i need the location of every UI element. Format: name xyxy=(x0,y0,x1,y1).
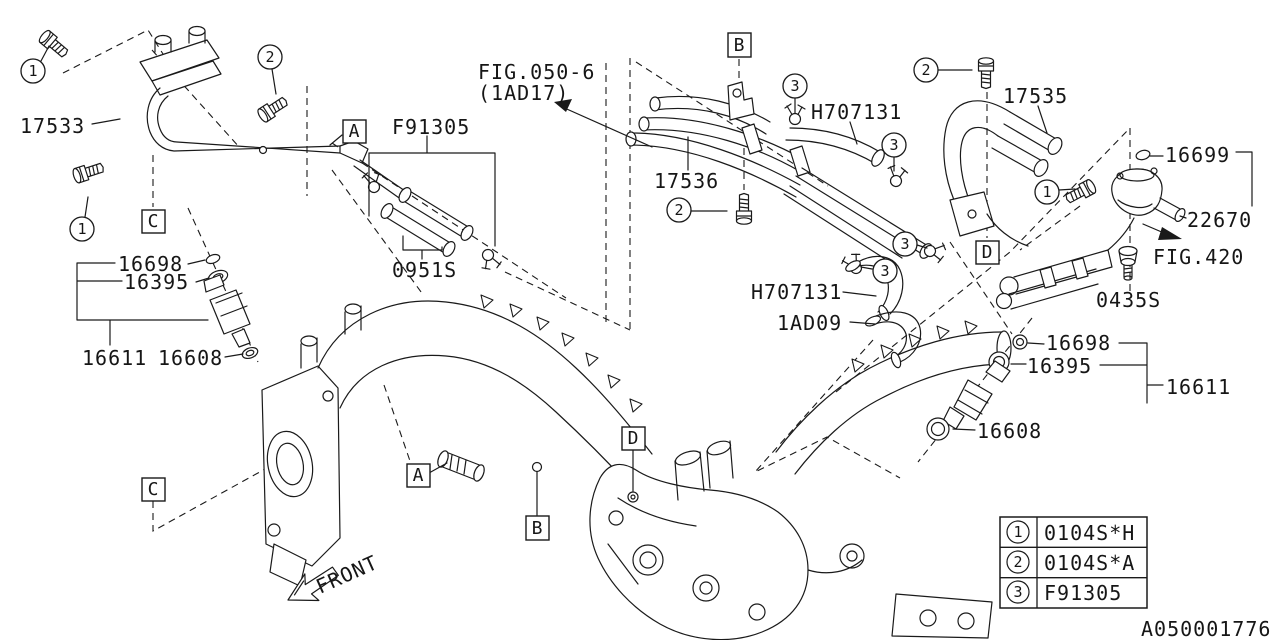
fig-ref-top-line2: (1AD17) xyxy=(478,81,569,105)
part-label-H707131-bottom: H707131 xyxy=(751,280,842,304)
callout-letter: A xyxy=(413,465,424,486)
marker-number: 3 xyxy=(889,136,898,154)
legend-symbol-3: 3 xyxy=(1013,583,1022,601)
callout-box-C-top: C xyxy=(141,209,166,234)
callout-letter: C xyxy=(148,211,159,232)
legend-row-3: 3 F91305 xyxy=(1006,580,1122,605)
fig-reference-arrows xyxy=(554,99,1182,240)
bolt-1-topleft xyxy=(36,28,72,61)
legend-row-1: 1 0104S*H xyxy=(1006,520,1135,545)
fig-ref-420: FIG.420 xyxy=(1153,245,1244,269)
diagram-line-art xyxy=(36,27,1252,640)
part-label-17533: 17533 xyxy=(20,114,85,138)
part-label-17535: 17535 xyxy=(1003,84,1068,108)
legend-symbol-1: 1 xyxy=(1013,523,1022,541)
legend-table: 1 0104S*H 2 0104S*A 3 F91305 xyxy=(999,516,1148,609)
fuel-hose-set-F91305 xyxy=(360,169,504,274)
marker-1-right: 1 xyxy=(1034,179,1060,205)
callout-box-B-manifold: B xyxy=(525,515,550,541)
callout-box-A-manifold: A xyxy=(406,463,431,488)
legend-code-1: 0104S*H xyxy=(1044,521,1135,545)
front-label: FRONT xyxy=(312,550,381,598)
callout-boxes: A A B B C C D D xyxy=(141,32,1000,541)
fuel-injector-left xyxy=(204,253,259,361)
legend-row-2: 2 0104S*A xyxy=(1006,550,1135,575)
part-label-F91305: F91305 xyxy=(392,115,470,139)
marker-3-center-b: 3 xyxy=(872,258,898,284)
marker-1-left: 1 xyxy=(69,216,95,242)
part-label-1AD09: 1AD09 xyxy=(777,311,842,335)
marker-number: 1 xyxy=(77,220,86,238)
part-label-16395-right: 16395 xyxy=(1027,354,1092,378)
marker-number: 3 xyxy=(900,235,909,253)
figure-references: FIG.050-6 (1AD17) FIG.420 A050001776 FRO… xyxy=(312,60,1271,640)
marker-2-topleft: 2 xyxy=(257,44,283,70)
marker-2-right: 2 xyxy=(913,57,939,83)
legend-code-2: 0104S*A xyxy=(1044,551,1135,575)
sensor-0435S xyxy=(1119,247,1137,281)
callout-letter: A xyxy=(349,121,360,142)
o-ring-16699 xyxy=(1135,149,1151,161)
intake-manifold xyxy=(262,294,1011,640)
marker-number: 2 xyxy=(921,61,930,79)
leader-lines xyxy=(41,46,1252,473)
marker-2-center: 2 xyxy=(666,197,692,223)
callout-letter: C xyxy=(148,479,159,500)
marker-number: 3 xyxy=(790,77,799,95)
fuel-injector-right xyxy=(927,335,1027,440)
marker-number: 3 xyxy=(880,262,889,280)
part-label-22670: 22670 xyxy=(1187,208,1252,232)
callout-letter: D xyxy=(982,242,993,263)
part-label-16611-left: 16611 xyxy=(82,346,147,370)
marker-number: 1 xyxy=(1042,183,1051,201)
part-label-17536: 17536 xyxy=(654,169,719,193)
bolt-1-left xyxy=(70,159,107,185)
part-label-0951S: 0951S xyxy=(392,258,457,282)
callout-box-C-bottom: C xyxy=(141,477,166,502)
fuel-pipe-assembly-17533 xyxy=(140,27,408,201)
part-label-16698-left: 16698 xyxy=(118,252,183,276)
part-label-0435S: 0435S xyxy=(1096,288,1161,312)
part-label-16395-left: 16395 xyxy=(124,270,189,294)
part-label-16608-left: 16608 xyxy=(158,346,223,370)
callout-box-B-top: B xyxy=(727,32,752,58)
callout-box-A-top: A xyxy=(342,119,367,144)
marker-3-right: 3 xyxy=(881,132,907,158)
pressure-regulator-22670 xyxy=(1112,149,1187,223)
callout-box-D-manifold: D xyxy=(621,426,646,451)
fig-050-arrowhead xyxy=(554,99,572,112)
callout-box-D-right: D xyxy=(975,240,1000,265)
bolt-2-center xyxy=(735,192,753,225)
marker-1-topleft: 1 xyxy=(20,58,46,84)
fig-420-arrowhead xyxy=(1158,227,1182,240)
part-label-16611-right: 16611 xyxy=(1166,375,1231,399)
marker-number: 2 xyxy=(265,48,274,66)
part-labels: 17533 F91305 0951S 16698 16395 16611 166… xyxy=(20,84,1252,443)
fuel-hoses-H707131-1AD09 xyxy=(844,256,921,368)
bolt-2-right xyxy=(977,57,995,90)
callout-letter: B xyxy=(734,35,745,56)
part-label-16608-right: 16608 xyxy=(977,419,1042,443)
front-direction-arrow xyxy=(281,562,344,612)
callout-letter: B xyxy=(532,518,543,539)
marker-3-top: 3 xyxy=(782,73,808,99)
marker-number: 1 xyxy=(28,62,37,80)
marker-3-center-a: 3 xyxy=(892,231,918,257)
callout-letter: D xyxy=(628,428,639,449)
part-label-H707131-top: H707131 xyxy=(811,100,902,124)
doc-number: A050001776 xyxy=(1141,617,1271,640)
part-label-16699: 16699 xyxy=(1165,143,1230,167)
legend-symbol-2: 2 xyxy=(1013,553,1022,571)
bolt-2-topleft xyxy=(255,93,291,125)
marker-number: 2 xyxy=(674,201,683,219)
fig-ref-top-line1: FIG.050-6 xyxy=(478,60,595,84)
circled-markers: 1 1 1 2 2 2 3 3 3 3 xyxy=(20,44,1060,284)
part-label-16698-right: 16698 xyxy=(1046,331,1111,355)
fuel-pipe-assembly-17535 xyxy=(944,101,1134,309)
legend-code-3: F91305 xyxy=(1044,581,1122,605)
